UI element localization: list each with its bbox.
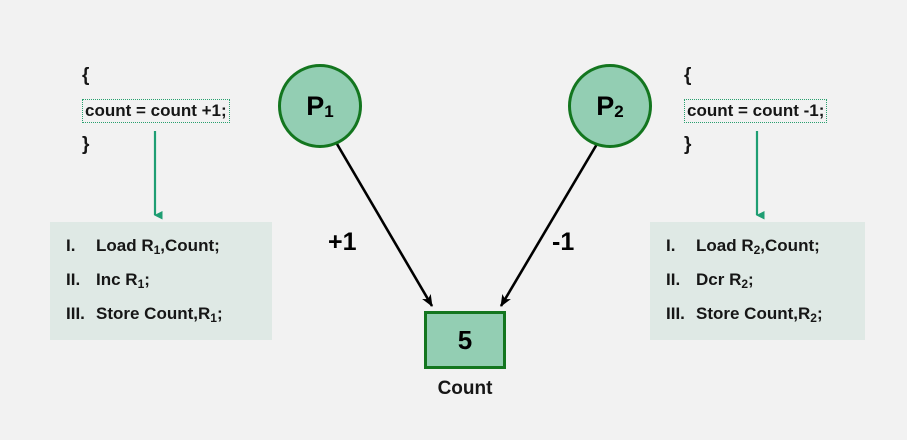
- instruction-number: III.: [666, 304, 685, 323]
- count-variable-box[interactable]: 5: [424, 311, 506, 369]
- count-variable-label: Count: [437, 378, 493, 399]
- right-code-highlight: count = count -1;: [684, 99, 828, 123]
- right-close-brace: }: [684, 134, 692, 155]
- instruction-text: Store Count,R1;: [96, 304, 223, 325]
- right-code-fragment: { count = count -1; }: [684, 65, 828, 155]
- instruction-row: I. Load R1,Count;: [50, 236, 272, 257]
- right-code-statement: count = count -1;: [684, 99, 828, 123]
- left-code-fragment: { count = count +1; }: [82, 66, 230, 154]
- p1-to-count-arrow: [335, 143, 434, 307]
- right-open-brace: {: [684, 65, 692, 86]
- process-p1-subscript: 1: [324, 102, 334, 121]
- instruction-row: III. Store Count,R2;: [650, 304, 865, 325]
- instruction-number: I.: [66, 236, 76, 255]
- instruction-text: Inc R1;: [96, 270, 150, 291]
- edge-label-plus-one: +1: [328, 228, 357, 256]
- right-instruction-panel: I. Load R2,Count; II. Dcr R2; III. Store…: [650, 222, 865, 340]
- left-open-brace: {: [82, 65, 90, 86]
- process-p1-label: P: [306, 90, 325, 121]
- instruction-row: I. Load R2,Count;: [650, 236, 865, 257]
- instruction-text: Store Count,R2;: [696, 304, 823, 325]
- instruction-row: III. Store Count,R1;: [50, 304, 272, 325]
- edge-label-minus-one: -1: [552, 228, 575, 256]
- p2-to-count-arrow: [499, 143, 599, 307]
- instruction-number: I.: [666, 236, 676, 255]
- left-code-statement: count = count +1;: [82, 99, 230, 123]
- left-close-brace: }: [82, 134, 90, 155]
- instruction-text: Load R1,Count;: [96, 236, 220, 257]
- instruction-text: Dcr R2;: [696, 270, 754, 291]
- instruction-number: II.: [66, 270, 81, 289]
- instruction-number: III.: [66, 304, 85, 323]
- instruction-number: II.: [666, 270, 681, 289]
- left-code-highlight: count = count +1;: [82, 99, 230, 123]
- instruction-row: II. Inc R1;: [50, 270, 272, 291]
- instruction-text: Load R2,Count;: [696, 236, 820, 257]
- process-p2-subscript: 2: [614, 102, 624, 121]
- left-instruction-panel: I. Load R1,Count; II. Inc R1; III. Store…: [50, 222, 272, 340]
- process-p2-label: P: [596, 90, 615, 121]
- instruction-row: II. Dcr R2;: [650, 270, 865, 291]
